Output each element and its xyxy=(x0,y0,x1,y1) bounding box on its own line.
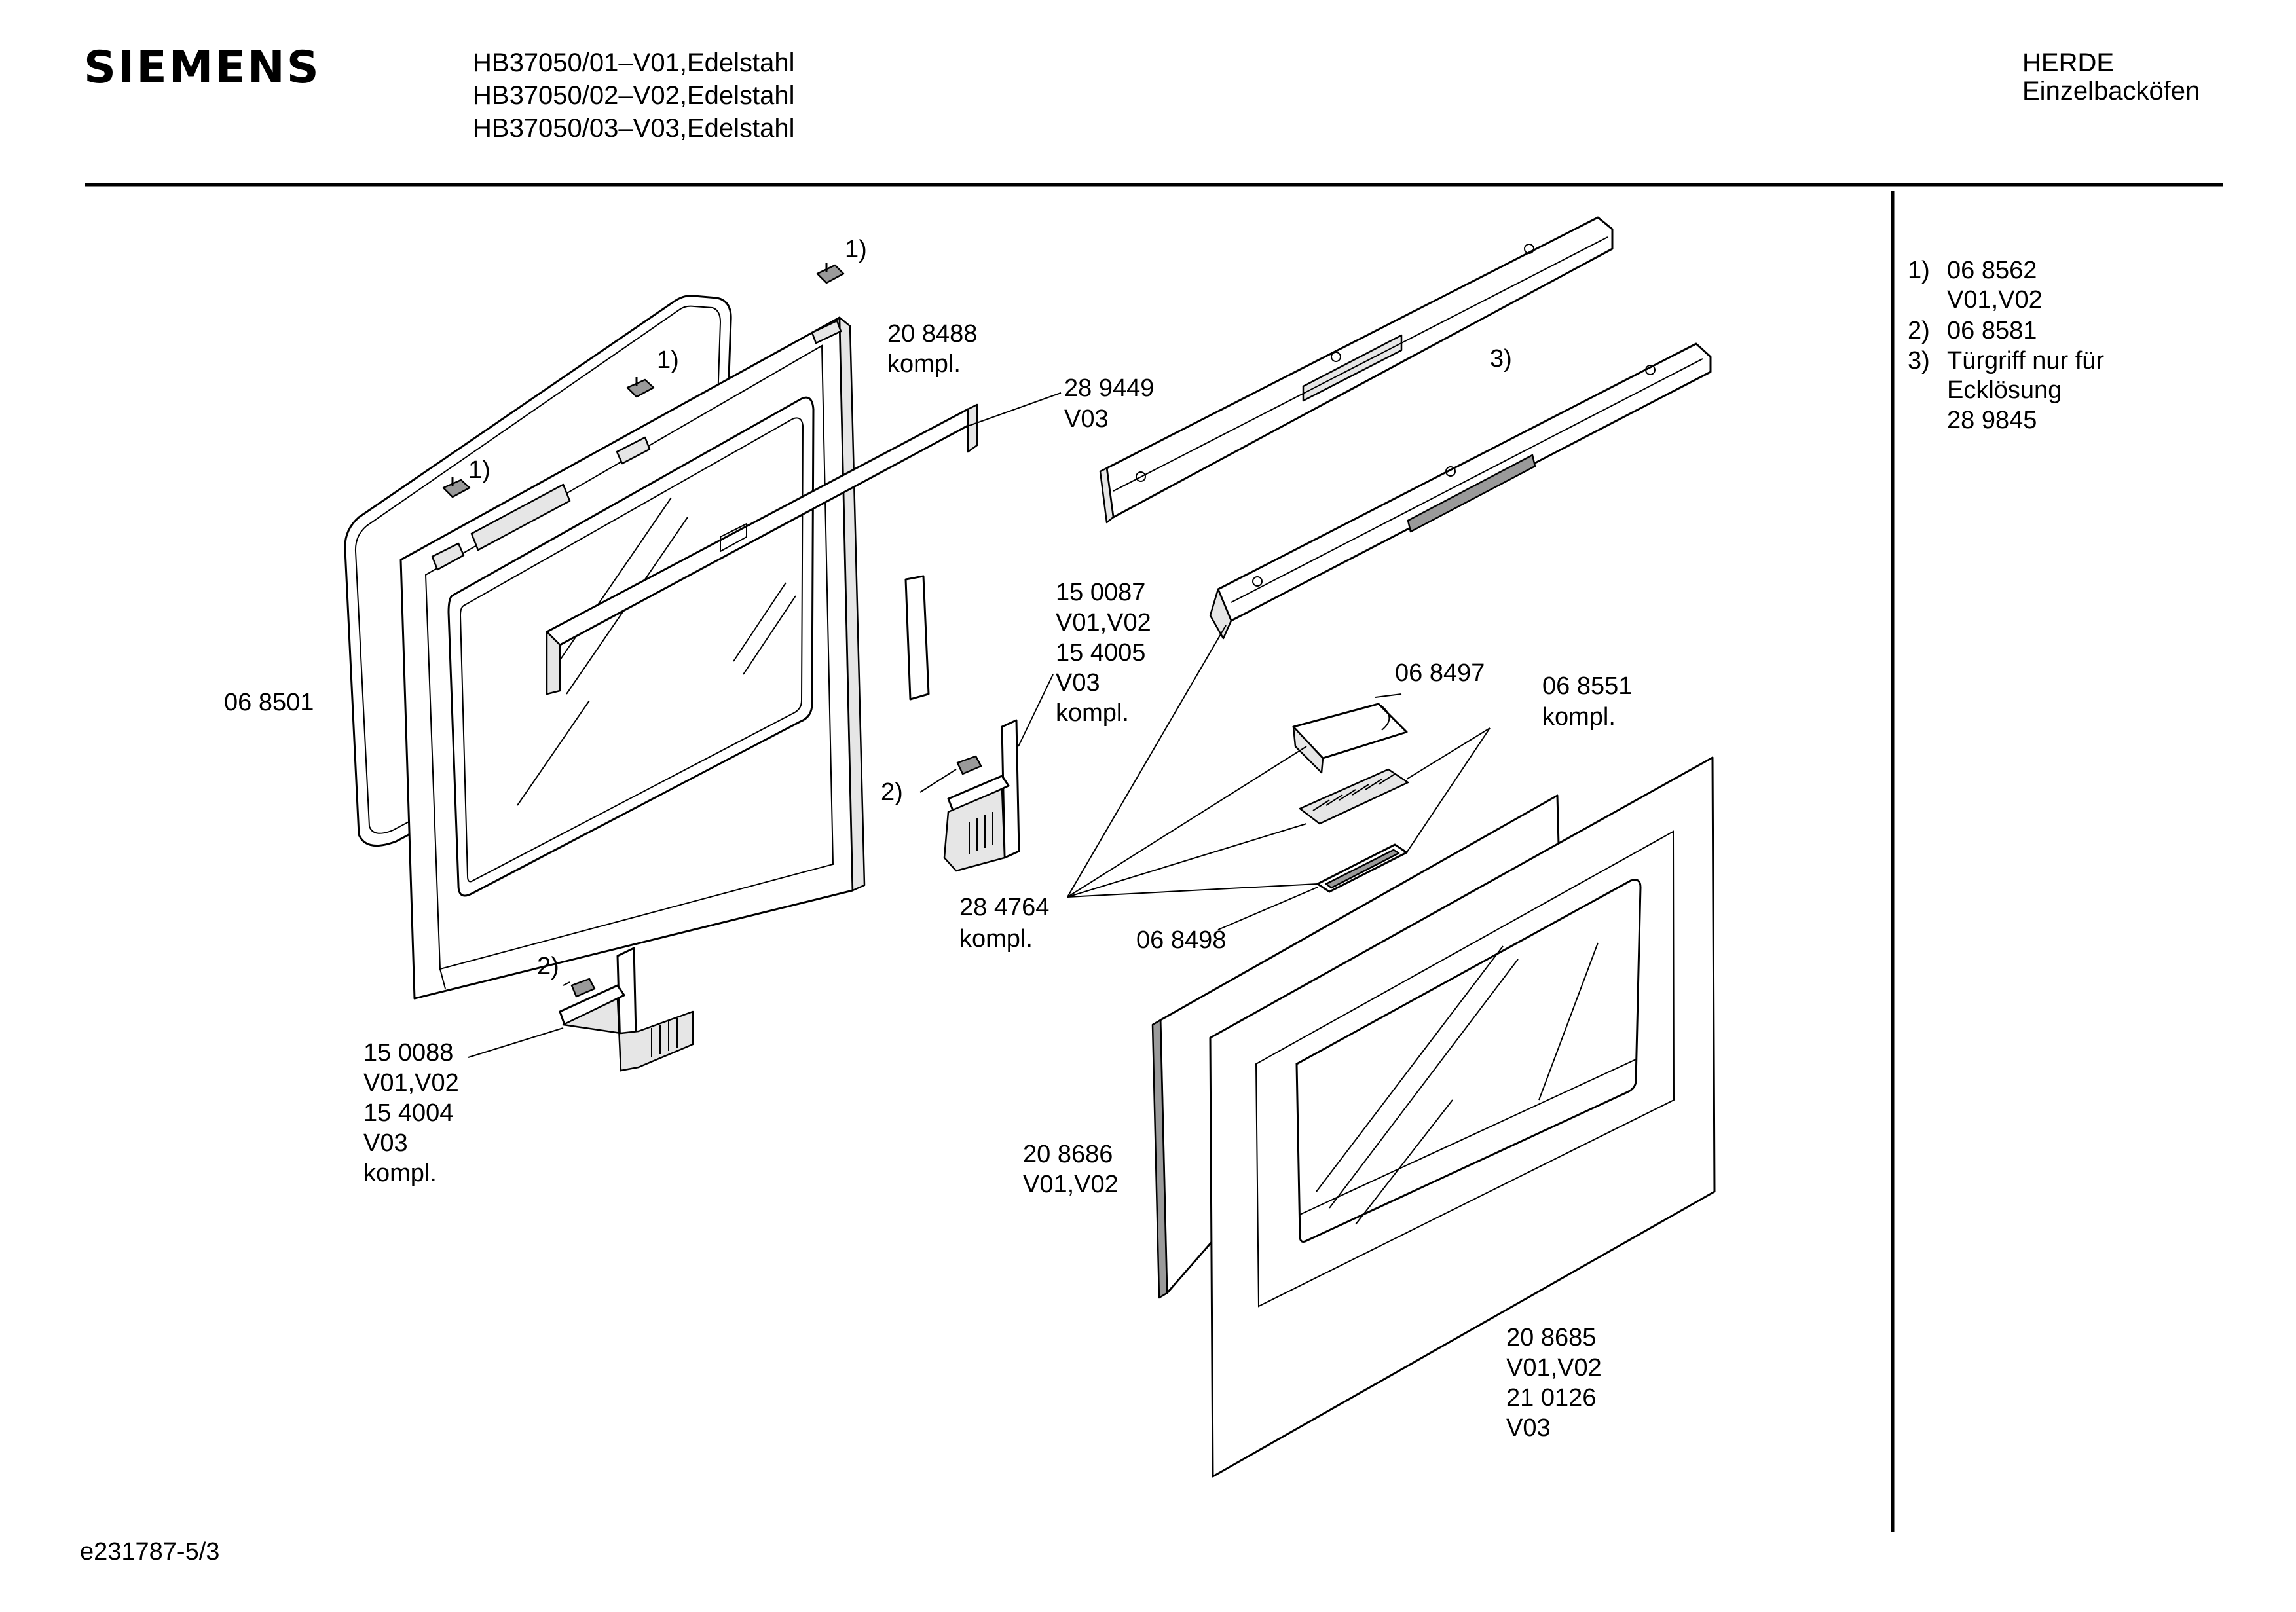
part-068497 xyxy=(1292,703,1408,774)
label-150087-line-2: V01,V02 xyxy=(1056,609,1151,636)
callout-2-middle: 2) xyxy=(881,779,903,806)
part-068551-grill xyxy=(1299,768,1409,825)
label-284764-line-1: 28 4764 xyxy=(959,894,1049,921)
label-150087-line-5: kompl. xyxy=(1056,699,1129,727)
glass-panel-208685 xyxy=(1209,756,1716,1478)
callout-1-middle: 1) xyxy=(657,346,679,374)
label-289449-line-2: V03 xyxy=(1064,405,1109,433)
door-handle-upper xyxy=(1099,216,1614,524)
model-line-3: HB37050/03–V03,Edelstahl xyxy=(473,114,794,143)
note-3-line-1: Türgriff nur für xyxy=(1947,347,2104,375)
note-2-line-1: 06 8581 xyxy=(1947,317,2037,344)
note-3-line-3: 28 9845 xyxy=(1947,407,2037,434)
label-208685-line-3: 21 0126 xyxy=(1506,1384,1596,1412)
label-284764-line-2: kompl. xyxy=(959,925,1033,953)
label-208685-line-2: V01,V02 xyxy=(1506,1354,1602,1382)
label-150088-line-5: kompl. xyxy=(363,1160,437,1187)
label-068551-line-1: 06 8551 xyxy=(1542,672,1632,700)
label-150087-line-4: V03 xyxy=(1056,669,1100,697)
label-068498: 06 8498 xyxy=(1136,926,1226,954)
notes-list: 1) 06 8562 V01,V02 2) 06 8581 3) Türgrif… xyxy=(1908,257,2104,434)
clip-part-1-top xyxy=(816,263,845,284)
label-150088-line-3: 15 4004 xyxy=(363,1099,453,1127)
note-3-marker: 3) xyxy=(1908,347,1930,375)
category-title: HERDE xyxy=(2022,48,2114,77)
label-150088-line-1: 15 0088 xyxy=(363,1039,453,1067)
callout-2-lower: 2) xyxy=(537,953,559,980)
label-068497: 06 8497 xyxy=(1395,659,1485,687)
label-150087-line-1: 15 0087 xyxy=(1056,579,1145,606)
model-line-1: HB37050/01–V01,Edelstahl xyxy=(473,48,794,77)
part-068498-cover xyxy=(1316,843,1408,893)
drawing-id: e231787-5/3 xyxy=(80,1538,219,1566)
clip-part-1-middle xyxy=(626,377,655,398)
brand-logo: SIEMENS xyxy=(84,42,321,94)
label-150088-line-4: V03 xyxy=(363,1129,408,1157)
label-150087-line-3: 15 4005 xyxy=(1056,639,1145,667)
subcategory-title: Einzelbacköfen xyxy=(2022,77,2200,105)
label-208488-line-2: kompl. xyxy=(887,350,961,378)
note-2-marker: 2) xyxy=(1908,317,1930,344)
label-068551-line-2: kompl. xyxy=(1542,703,1616,731)
callout-3: 3) xyxy=(1490,345,1512,373)
label-208488-line-1: 20 8488 xyxy=(887,320,977,348)
note-1-line-1: 06 8562 xyxy=(1947,257,2037,284)
leader-lines xyxy=(468,392,1491,1058)
label-068501: 06 8501 xyxy=(224,689,314,716)
insulation-strip xyxy=(904,575,930,701)
label-289449-line-1: 28 9449 xyxy=(1064,375,1154,402)
hinge-150088 xyxy=(559,947,694,1072)
door-bracket-289449 xyxy=(546,403,978,695)
inner-door-frame xyxy=(399,316,866,1000)
callout-1-left: 1) xyxy=(468,456,491,484)
label-208686-line-1: 20 8686 xyxy=(1023,1141,1113,1168)
label-208686-line-2: V01,V02 xyxy=(1023,1171,1119,1198)
label-150088-line-2: V01,V02 xyxy=(363,1069,459,1097)
label-208685-line-4: V03 xyxy=(1506,1414,1551,1442)
door-handle-lower xyxy=(1209,342,1712,640)
door-seal-gasket xyxy=(344,295,732,847)
note-1-marker: 1) xyxy=(1908,257,1930,284)
label-208685-line-1: 20 8685 xyxy=(1506,1324,1596,1351)
note-1-line-2: V01,V02 xyxy=(1947,286,2043,314)
model-line-2: HB37050/02–V02,Edelstahl xyxy=(473,81,794,110)
note-3-line-2: Ecklösung xyxy=(1947,376,2062,404)
hinge-150087 xyxy=(943,719,1020,872)
callout-1-top: 1) xyxy=(845,236,867,263)
clip-part-1-left xyxy=(442,477,471,498)
